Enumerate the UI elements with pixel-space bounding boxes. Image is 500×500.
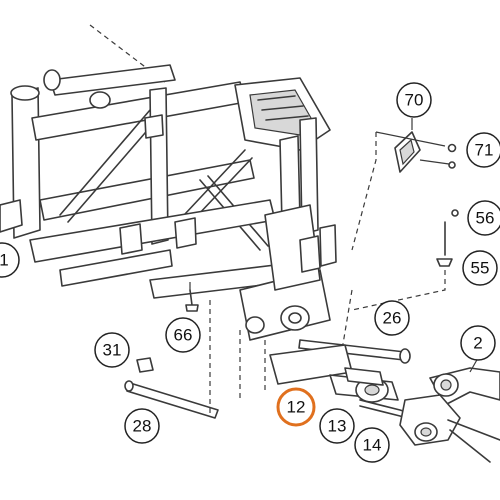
motorcycle-frame bbox=[0, 64, 337, 341]
callout-70[interactable]: 70 bbox=[396, 82, 432, 118]
part-2-linkage bbox=[399, 357, 500, 463]
callout-56-circle bbox=[467, 200, 500, 236]
callout-31-label: 31 bbox=[103, 341, 122, 360]
callout-70-circle bbox=[396, 82, 432, 118]
callout-70-label: 70 bbox=[405, 91, 424, 110]
callout-14-label: 14 bbox=[363, 436, 382, 455]
callout-12[interactable]: 12 bbox=[276, 387, 316, 427]
callout-31[interactable]: 31 bbox=[94, 332, 130, 368]
part-70-bracket bbox=[351, 118, 457, 251]
callout-2[interactable]: 2 bbox=[460, 325, 496, 361]
callout-26-label: 26 bbox=[383, 309, 402, 328]
callout-56-label: 56 bbox=[476, 209, 495, 228]
part-66-bolt bbox=[185, 282, 199, 312]
part-31-nut bbox=[136, 357, 154, 373]
callout-1-circle bbox=[0, 242, 20, 278]
callout-12-label: 12 bbox=[287, 398, 306, 417]
callout-28-label: 28 bbox=[133, 417, 152, 436]
callout-28-circle bbox=[124, 408, 160, 444]
callout-14-circle bbox=[354, 427, 390, 463]
callout-13-label: 13 bbox=[328, 417, 347, 436]
callout-66[interactable]: 66 bbox=[165, 317, 201, 353]
pivot-assembly bbox=[269, 344, 431, 427]
callout-13[interactable]: 13 bbox=[319, 408, 355, 444]
callout-14[interactable]: 14 bbox=[354, 427, 390, 463]
callout-31-circle bbox=[94, 332, 130, 368]
callout-1[interactable]: 1 bbox=[0, 242, 20, 278]
callout-71[interactable]: 71 bbox=[466, 132, 500, 168]
callout-71-label: 71 bbox=[475, 141, 494, 160]
part-56-55-bolt bbox=[351, 209, 459, 311]
part-28-bolt bbox=[124, 380, 219, 419]
callout-13-circle bbox=[319, 408, 355, 444]
callout-66-circle bbox=[165, 317, 201, 353]
callout-2-label: 2 bbox=[473, 334, 482, 353]
callout-1-label: 1 bbox=[0, 251, 9, 270]
callout-66-label: 66 bbox=[174, 326, 193, 345]
top-leader-line bbox=[89, 24, 166, 83]
callout-26-circle bbox=[374, 300, 410, 336]
part-26-bolt bbox=[298, 289, 411, 364]
callout-71-circle bbox=[466, 132, 500, 168]
callout-26[interactable]: 26 bbox=[374, 300, 410, 336]
callout-12-circle bbox=[276, 387, 316, 427]
callout-56[interactable]: 56 bbox=[467, 200, 500, 236]
callout-55-circle bbox=[462, 250, 498, 286]
callout-2-circle bbox=[460, 325, 496, 361]
callout-55[interactable]: 55 bbox=[462, 250, 498, 286]
callout-55-label: 55 bbox=[471, 259, 490, 278]
callout-28[interactable]: 28 bbox=[124, 408, 160, 444]
